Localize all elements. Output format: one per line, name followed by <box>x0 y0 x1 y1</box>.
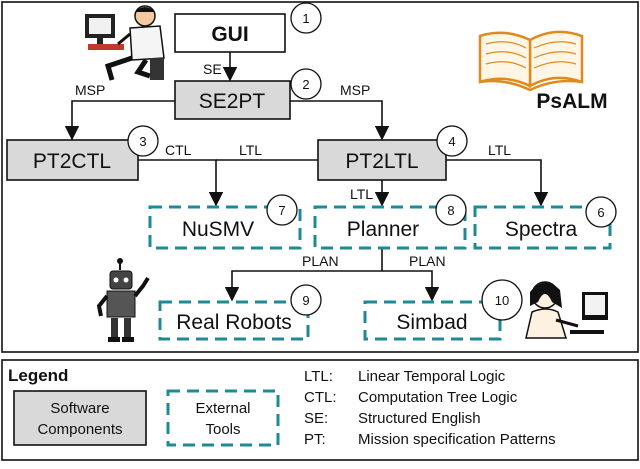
legend-frame <box>1 359 639 461</box>
legend-abbreviations: LTL: Linear Temporal Logic CTL: Computat… <box>304 368 556 448</box>
legend-abbr: CTL: <box>304 389 337 406</box>
node-spectra-label: Spectra <box>505 218 578 241</box>
node-real-robots[interactable]: Real Robots <box>158 300 310 341</box>
node-planner-label: Planner <box>347 218 419 241</box>
node-se2pt[interactable]: SE2PT <box>174 80 291 120</box>
node-simbad-label: Simbad <box>396 311 467 334</box>
edge-label-ltl-spectra: LTL <box>488 142 511 158</box>
edge-label-ctl: CTL <box>165 142 192 158</box>
node-gui[interactable]: GUI <box>174 13 286 53</box>
edge-label-plan-simbad: PLAN <box>409 253 446 269</box>
edge-labels: SE MSP MSP CTL LTL LTL LTL PLAN PLAN <box>75 61 511 269</box>
node-pt2ltl-label: PT2LTL <box>345 150 418 173</box>
legend-abbr: SE: <box>304 410 328 427</box>
node-gui-label: GUI <box>211 23 248 46</box>
node-nusmv-label: NuSMV <box>182 218 254 241</box>
legend-meaning: Computation Tree Logic <box>358 389 518 406</box>
node-simbad[interactable]: Simbad <box>363 300 502 341</box>
badge-6-text: 6 <box>597 205 604 220</box>
badge-6 <box>585 196 617 228</box>
badge-3 <box>127 125 159 157</box>
legend-meaning: Mission specification Patterns <box>358 431 556 448</box>
edge-label-ltl-nusmv: LTL <box>239 142 262 158</box>
edge-label-plan-robots: PLAN <box>302 253 339 269</box>
edge-pt2ctl-nusmv <box>138 159 224 207</box>
robot-icon <box>96 258 150 342</box>
badge-9-text: 9 <box>302 293 309 308</box>
edge-se2pt-pt2ctl <box>64 100 175 141</box>
node-pt2ltl[interactable]: PT2LTL <box>317 139 447 181</box>
legend-software-line1: Software <box>50 400 109 417</box>
badge-3-text: 3 <box>139 134 146 149</box>
node-spectra[interactable]: Spectra <box>473 205 612 250</box>
edge-label-msp-left: MSP <box>75 82 105 98</box>
edge-label-ltl-planner: LTL <box>350 186 373 202</box>
badge-10 <box>481 279 523 321</box>
legend-title: Legend <box>8 366 68 385</box>
user-at-computer-icon <box>85 5 165 81</box>
legend-software-sample: Software Components <box>13 390 147 446</box>
node-nusmv[interactable]: NuSMV <box>148 205 302 250</box>
edge-pt2ltl-spectra <box>446 159 549 207</box>
node-pt2ctl-label: PT2CTL <box>33 150 111 173</box>
edge-label-msp-right: MSP <box>340 82 370 98</box>
legend-meaning: Linear Temporal Logic <box>358 368 506 385</box>
edge-label-se: SE <box>203 61 222 77</box>
badge-8-text: 8 <box>447 203 454 218</box>
badge-4-text: 4 <box>448 134 455 149</box>
badge-4 <box>436 125 468 157</box>
user-at-simulator-icon <box>525 281 608 339</box>
badge-10-text: 10 <box>495 293 509 308</box>
book-logo-icon <box>478 30 584 92</box>
badge-1-text: 1 <box>302 11 309 26</box>
legend-abbr: PT: <box>304 431 326 448</box>
badge-9 <box>290 284 322 316</box>
badge-8 <box>435 194 467 226</box>
legend-external-sample: External Tools <box>166 389 280 447</box>
node-pt2ctl[interactable]: PT2CTL <box>6 139 139 181</box>
badge-2-text: 2 <box>302 77 309 92</box>
badge-7-text: 7 <box>278 203 285 218</box>
legend-abbr: LTL: <box>304 368 333 385</box>
badge-7 <box>266 194 298 226</box>
edges <box>64 52 549 302</box>
edge-planner-simbad <box>382 270 440 302</box>
node-real-robots-label: Real Robots <box>176 311 292 334</box>
badge-2 <box>290 68 322 100</box>
psalm-logo-text: PsALM <box>536 90 607 113</box>
legend-meaning: Structured English <box>358 410 481 427</box>
edge-se2pt-pt2ltl <box>290 100 390 141</box>
node-se2pt-label: SE2PT <box>199 90 266 113</box>
legend-software-line2: Components <box>37 421 122 438</box>
legend-external-line2: Tools <box>205 421 240 438</box>
legend-external-line1: External <box>195 400 250 417</box>
number-badges: 1 2 3 4 6 7 8 9 10 <box>127 2 617 321</box>
badge-1 <box>290 2 322 34</box>
diagram-frame <box>1 1 639 353</box>
edge-planner-robots <box>224 270 382 302</box>
